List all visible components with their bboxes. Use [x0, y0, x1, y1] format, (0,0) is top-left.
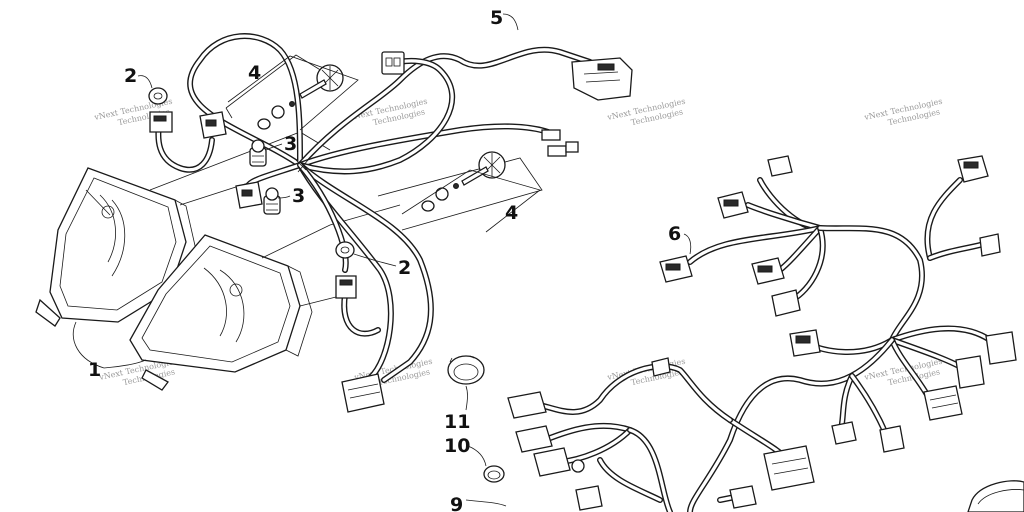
small-plug: [381, 51, 405, 75]
callout-label-11: 11: [444, 411, 470, 433]
bulb-socket-lower: [335, 241, 357, 299]
bulb-lower: [263, 187, 281, 215]
callout-label-2: 2: [124, 65, 137, 87]
engine-harness-connectors: [507, 155, 1017, 511]
headlight-harness: [155, 33, 593, 383]
callout-label-2: 2: [398, 257, 411, 279]
callout-label-1: 1: [88, 359, 101, 381]
bulb-socket-upper: [148, 87, 173, 133]
leader-line: [72, 321, 147, 369]
headlight-housing-left: [35, 167, 197, 327]
clamp-11: [447, 355, 485, 385]
bracket: [401, 169, 541, 233]
adjuster-screw-lower: [461, 151, 506, 186]
harness-connector-bottom: [341, 373, 385, 413]
main-connector: [571, 57, 633, 101]
callout-label-3: 3: [292, 185, 305, 207]
clamp-10: [483, 465, 505, 483]
bracket: [227, 55, 359, 131]
callout-label-4: 4: [505, 202, 518, 224]
callout-label-6: 6: [668, 223, 681, 245]
callout-label-5: 5: [490, 7, 503, 29]
headlight-housing-right: [129, 234, 313, 391]
callout-label-4: 4: [248, 62, 261, 84]
callouts: 1 2 2 3 3 4 4 5 6 9 10 11: [88, 7, 681, 512]
callout-label-9: 9: [450, 494, 463, 512]
bulb-upper: [249, 139, 267, 167]
adjuster-washers: [257, 101, 459, 212]
callout-label-3: 3: [284, 133, 297, 155]
connector-mid: [235, 181, 263, 209]
spade-terminals: [541, 129, 579, 157]
callout-label-10: 10: [444, 435, 470, 457]
callout-leaders: [137, 13, 692, 507]
engine-harness: [537, 177, 993, 512]
tank-edge: [967, 480, 1024, 512]
connector-upper: [199, 111, 227, 139]
harness-clip: [295, 159, 309, 173]
adjuster-screw-upper: [299, 64, 344, 99]
